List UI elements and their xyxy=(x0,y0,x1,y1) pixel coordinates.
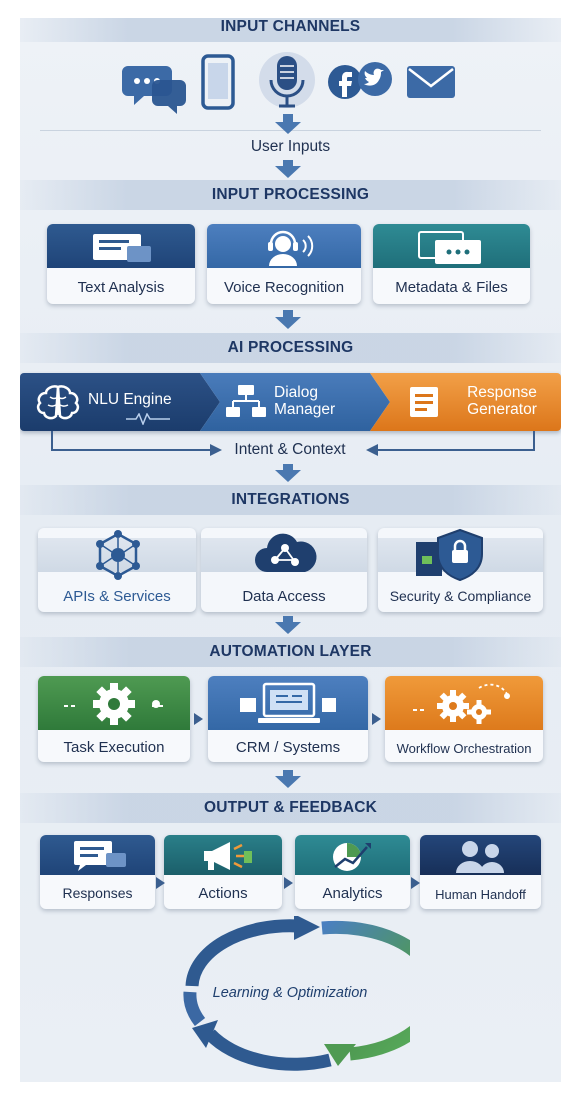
cycle-arc-right xyxy=(321,920,410,1061)
integrations-title: INTEGRATIONS xyxy=(231,491,350,508)
text-analysis-card[interactable]: Text Analysis xyxy=(47,224,195,304)
input-channels-band xyxy=(20,18,561,42)
metadata-files-card[interactable]: Metadata & Files xyxy=(373,224,530,304)
human-handoff-card[interactable]: Human Handoff xyxy=(420,835,541,909)
megaphone-icon xyxy=(204,842,252,870)
computer-icon xyxy=(240,682,336,723)
intent-context-label: Intent & Context xyxy=(234,441,346,458)
security-compliance-card[interactable]: Security & Compliance xyxy=(378,528,543,612)
workflow-orchestration-label: Workflow Orchestration xyxy=(396,741,532,756)
people-icon xyxy=(456,841,504,873)
data-access-card[interactable]: Data Access xyxy=(201,528,367,612)
right-arrow xyxy=(411,877,420,889)
email-icon xyxy=(407,66,455,98)
right-arrow xyxy=(372,713,381,725)
metadata-files-label: Metadata & Files xyxy=(395,279,508,296)
user-inputs-label: User Inputs xyxy=(250,138,331,155)
input-processing-band xyxy=(20,180,561,210)
integrations-band xyxy=(20,485,561,515)
cycle-arc-top xyxy=(185,919,299,987)
analytics-card[interactable]: Analytics xyxy=(295,835,410,909)
diagram-canvas: INPUT CHANNELS User Inputs INPUT PROCESS… xyxy=(20,18,561,1082)
cycle-arrowhead-top xyxy=(294,916,320,940)
learning-optimization-label: Learning & Optimization xyxy=(212,985,368,1001)
waveform-icon xyxy=(126,413,170,425)
chat-window-icon xyxy=(74,841,126,871)
ai-processing-band xyxy=(20,333,561,363)
files-chat-icon xyxy=(418,231,481,264)
human-handoff-label: Human Handoff xyxy=(435,887,526,902)
intent-context-loop xyxy=(51,431,535,456)
actions-label: Actions xyxy=(198,885,248,902)
crm-systems-label: CRM / Systems xyxy=(235,739,341,756)
ai-pipeline: NLU Engine Dialog Manager Response Gener… xyxy=(20,373,561,431)
input-processing-title: INPUT PROCESSING xyxy=(211,186,370,203)
ai-processing-title: AI PROCESSING xyxy=(227,339,354,356)
right-arrow xyxy=(156,877,165,889)
crm-systems-card[interactable]: CRM / Systems xyxy=(208,676,368,762)
social-media-icon xyxy=(328,62,392,99)
shield-lock-icon xyxy=(416,528,483,582)
apis-services-label: APIs & Services xyxy=(63,588,171,605)
chat-bubbles-icon xyxy=(122,66,186,114)
right-arrow xyxy=(194,713,203,725)
down-arrow xyxy=(275,166,301,178)
gear-icon xyxy=(64,683,166,725)
down-arrow xyxy=(275,776,301,788)
chat-window-icon xyxy=(93,234,151,262)
task-execution-label: Task Execution xyxy=(63,739,165,756)
cycle-arrowhead-right xyxy=(324,1044,356,1066)
cloud-network-icon xyxy=(255,533,317,572)
voice-headset-icon xyxy=(268,230,314,266)
input-channels-title: INPUT CHANNELS xyxy=(220,18,361,35)
nlu-engine-label: NLU Engine xyxy=(88,391,172,408)
down-arrow xyxy=(275,317,301,329)
text-analysis-label: Text Analysis xyxy=(77,279,165,296)
apis-services-card[interactable]: APIs & Services xyxy=(38,528,196,612)
down-arrow xyxy=(275,470,301,482)
task-execution-card[interactable]: Task Execution xyxy=(38,676,190,762)
automation-band xyxy=(20,637,561,667)
smartphone-icon xyxy=(201,54,235,110)
actions-card[interactable]: Actions xyxy=(164,835,282,909)
right-arrow xyxy=(284,877,293,889)
cycle-arrowhead-bottom xyxy=(192,1020,218,1048)
brain-icon xyxy=(36,385,80,420)
chart-icon xyxy=(333,843,371,871)
analytics-label: Analytics xyxy=(322,885,383,902)
workflow-orchestration-card[interactable]: Workflow Orchestration xyxy=(385,676,543,762)
flowchart-icon xyxy=(226,385,266,417)
data-access-label: Data Access xyxy=(242,588,326,605)
document-icon xyxy=(410,387,438,417)
cycle-arc-bottom xyxy=(205,1029,332,1071)
voice-recognition-card[interactable]: Voice Recognition xyxy=(207,224,361,304)
responses-card[interactable]: Responses xyxy=(40,835,155,909)
down-arrow xyxy=(275,622,301,634)
dialog-manager-label: Dialog Manager xyxy=(274,384,336,418)
automation-title: AUTOMATION LAYER xyxy=(209,643,372,660)
learning-cycle-diagram xyxy=(183,916,410,1071)
response-generator-label: Response Generator xyxy=(467,384,537,418)
microphone-icon xyxy=(259,52,315,108)
output-title: OUTPUT & FEEDBACK xyxy=(203,799,378,816)
voice-recognition-label: Voice Recognition xyxy=(223,279,345,296)
network-hub-icon xyxy=(96,530,140,580)
responses-label: Responses xyxy=(62,885,133,901)
output-band xyxy=(20,793,561,823)
gears-icon xyxy=(413,683,510,724)
down-arrow xyxy=(275,122,301,134)
security-compliance-label: Security & Compliance xyxy=(389,588,532,604)
